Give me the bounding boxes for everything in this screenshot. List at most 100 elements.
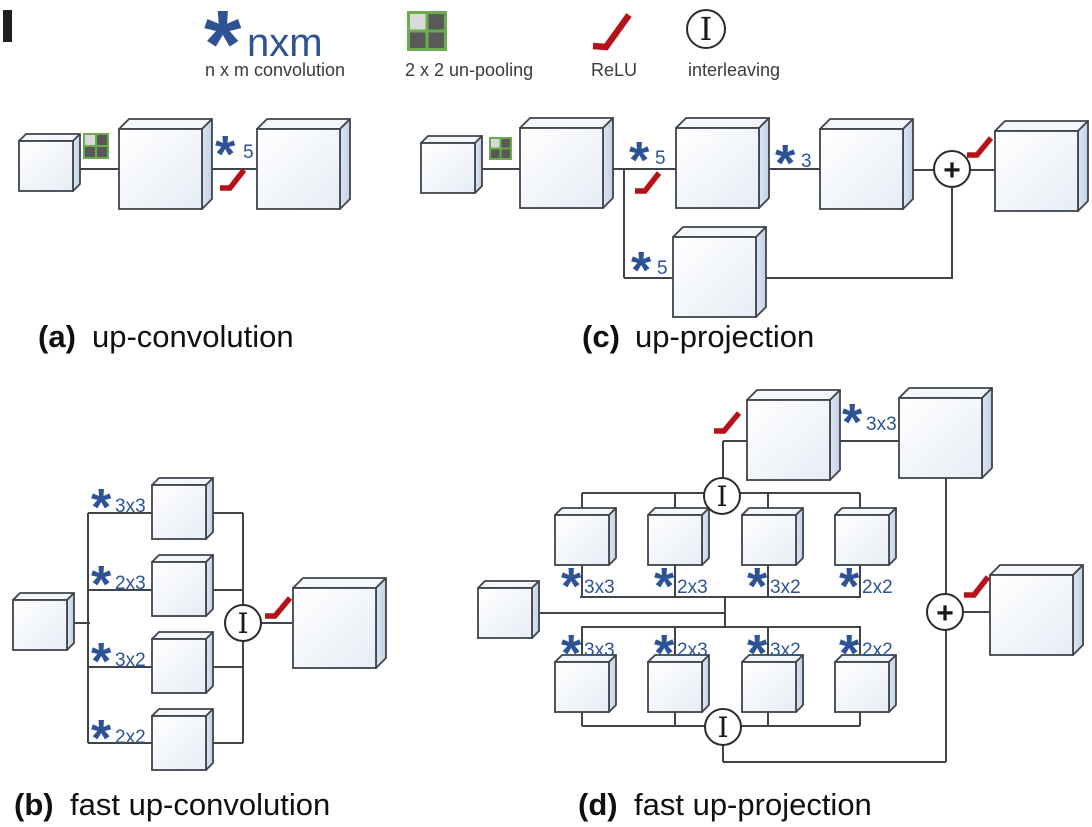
conv-star-icon: * — [91, 556, 112, 614]
cube-b-branch2 — [151, 554, 214, 617]
cube-d-upper2 — [647, 507, 710, 566]
cube-a-output — [256, 118, 351, 210]
unpool-icon — [407, 11, 447, 51]
cube-c-unpooled — [519, 117, 614, 209]
conv-size-label: 2x2 — [862, 577, 893, 598]
caption-d-tag: (d) — [578, 787, 618, 822]
conv-size-label: 3x3 — [584, 640, 615, 661]
svg-text:I: I — [237, 607, 248, 640]
svg-text:+: + — [936, 597, 954, 630]
interleave-node: I — [224, 604, 262, 642]
caption-d-title: fast up-projection — [634, 787, 872, 822]
unpool-icon — [489, 137, 512, 160]
unpool-icon — [83, 133, 109, 159]
conv-size-label: 5 — [657, 258, 668, 279]
cube-c-conv2 — [819, 118, 914, 210]
legend: * nxm n x m convolution 2 x 2 un-pooling… — [204, 0, 780, 98]
conv-size-label: 5 — [655, 148, 666, 169]
sum-node: + — [926, 593, 964, 631]
conv-star-icon: * — [747, 558, 768, 616]
conv-star-icon: * — [629, 132, 650, 190]
conv-star-icon: * — [561, 625, 582, 683]
caption-b-title: fast up-convolution — [70, 787, 330, 822]
conv-star-icon: * — [654, 625, 675, 683]
conv-star-icon: * — [775, 135, 796, 193]
relu-icon — [592, 13, 632, 51]
cube-b-branch4 — [151, 708, 214, 771]
cube-c-output — [994, 120, 1089, 212]
conv-star-icon: * — [747, 625, 768, 683]
cube-d-output — [989, 564, 1084, 656]
cube-d-upper4 — [834, 507, 897, 566]
conv-size-label: 3x2 — [770, 640, 801, 661]
interleave-node-top: I — [703, 477, 741, 515]
sum-node: + — [933, 150, 971, 188]
legend-interleave-label: interleaving — [688, 60, 780, 80]
relu-icon — [714, 411, 742, 434]
relu-icon — [964, 575, 991, 598]
legend-conv-star-icon: * — [204, 0, 242, 98]
conv-star-icon: * — [91, 479, 112, 537]
caption-c-title: up-projection — [635, 319, 814, 354]
svg-text:I: I — [717, 711, 728, 744]
cube-d-top2 — [898, 387, 993, 479]
conv-star-icon: * — [842, 394, 863, 452]
conv-star-icon: * — [91, 633, 112, 691]
conv-size-label: 3x2 — [115, 650, 146, 671]
conv-size-label: 2x3 — [677, 577, 708, 598]
conv-size-label: 5 — [243, 142, 254, 163]
diagram-up-convolution: * 5 (a) up-convolution — [18, 118, 351, 354]
cube-b-input — [12, 592, 75, 651]
legend-relu-label: ReLU — [591, 60, 637, 80]
legend-unpool-label: 2 x 2 un-pooling — [405, 60, 533, 80]
diagram-fast-up-convolution: * 3x3 * 2x3 * 3x2 * 2x2 I (b) fast up-co… — [12, 477, 387, 822]
cube-c-conv1 — [675, 117, 770, 209]
svg-text:I: I — [716, 480, 727, 513]
interleave-icon: I — [686, 9, 726, 49]
cube-d-input — [477, 580, 540, 639]
legend-conv-subscript: nxm — [247, 21, 323, 65]
cube-c-branch — [672, 226, 767, 318]
caption-a-tag: (a) — [38, 319, 76, 354]
conv-size-label: 2x3 — [677, 640, 708, 661]
conv-star-icon: * — [631, 242, 652, 300]
cube-a-input — [18, 133, 81, 192]
conv-star-icon: * — [839, 625, 860, 683]
conv-size-label: 3x3 — [584, 577, 615, 598]
cube-a-mid — [118, 118, 213, 210]
cube-b-output — [292, 577, 387, 669]
conv-star-icon: * — [561, 558, 582, 616]
conv-size-label: 3x3 — [866, 414, 897, 435]
interleave-node-bottom: I — [704, 708, 742, 746]
cube-d-top1 — [746, 389, 841, 481]
relu-icon — [635, 171, 662, 194]
conv-star-icon: * — [215, 126, 236, 184]
conv-size-label: 2x3 — [115, 573, 146, 594]
conv-star-icon: * — [91, 710, 112, 768]
conv-size-label: 2x2 — [115, 727, 146, 748]
cube-c-input — [420, 135, 483, 194]
legend-conv-label: n x m convolution — [205, 60, 345, 80]
conv-size-label: 3 — [801, 151, 812, 172]
conv-size-label: 2x2 — [862, 640, 893, 661]
conv-star-icon: * — [654, 558, 675, 616]
caption-c-tag: (c) — [582, 319, 620, 354]
conv-star-icon: * — [839, 558, 860, 616]
cube-d-upper3 — [741, 507, 804, 566]
cube-b-branch1 — [151, 477, 214, 540]
caption-b-tag: (b) — [14, 787, 54, 822]
relu-icon — [220, 168, 247, 191]
cube-b-branch3 — [151, 631, 214, 694]
diagram-up-projection: * 5 * 3 * 5 + (c) up-projection — [420, 117, 1089, 354]
svg-text:I: I — [700, 10, 713, 48]
cube-d-upper1 — [554, 507, 617, 566]
relu-icon — [967, 136, 994, 158]
connectors-c — [470, 168, 996, 279]
conv-size-label: 3x3 — [115, 496, 146, 517]
stray-mark — [3, 10, 12, 42]
conv-size-label: 3x2 — [770, 577, 801, 598]
caption-a-title: up-convolution — [92, 319, 294, 354]
svg-text:+: + — [943, 154, 961, 187]
